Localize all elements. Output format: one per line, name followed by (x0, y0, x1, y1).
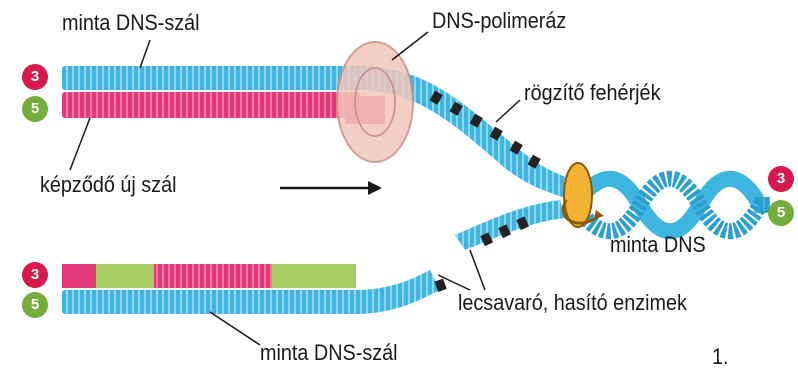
dna-polymerase (337, 42, 413, 162)
unwinding-enzyme (563, 163, 604, 227)
label-template-dna: minta DNS (610, 232, 706, 258)
label-enzymes: lecsavaró, hasító enzimek (458, 290, 687, 316)
three-prime-end-bottom: 3 (22, 262, 48, 288)
template-dna-helix (575, 179, 770, 232)
five-prime-end-top: 5 (22, 96, 48, 122)
label-dna-polymerase: DNS-polimeráz (432, 8, 566, 34)
direction-arrow (280, 181, 382, 195)
label-binding-proteins: rögzítő fehérjék (524, 80, 660, 106)
label-template-strand-bottom: minta DNS-szál (260, 340, 398, 366)
label-new-strand: képződő új szál (40, 172, 176, 198)
new-strand-lower (62, 264, 356, 288)
figure-number: 1. (712, 344, 729, 370)
three-prime-end-right: 3 (768, 166, 794, 192)
label-template-strand-top: minta DNS-szál (62, 10, 200, 36)
five-prime-end-bottom: 5 (22, 292, 48, 318)
five-prime-end-right: 5 (768, 200, 794, 226)
three-prime-end-top: 3 (22, 64, 48, 90)
